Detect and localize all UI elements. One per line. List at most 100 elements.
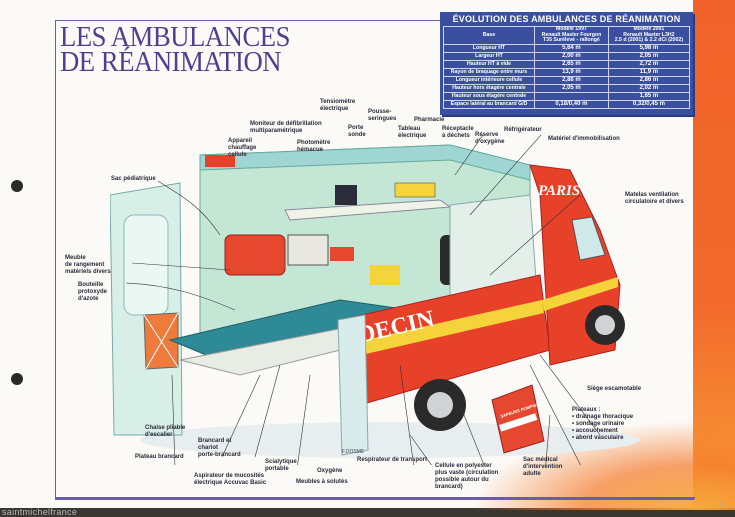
label-refrigerateur: Réfrigérateur: [504, 127, 542, 133]
oxygen-reserve-box: [370, 265, 400, 285]
punch-hole-top: [11, 180, 23, 192]
header-2001-line: 2.5 d (2001) & 2.2 dCi (2002): [614, 37, 684, 44]
label-plateaux: Plateaux : • drainage thoracique • sonda…: [572, 407, 633, 442]
label-line: adulte: [523, 471, 541, 477]
label-line: seringues: [368, 116, 397, 122]
plateaux-item: • accouchement: [572, 428, 618, 434]
label-line: Photomètre: [297, 140, 331, 146]
label-line: Chaise pliable: [145, 425, 186, 431]
header-1997-line: T35 Surélevé - rallongé: [543, 37, 600, 44]
label-tensiometre: Tensiomètre électrique: [320, 99, 355, 113]
label-scialytique: Scialytique portable: [265, 459, 297, 473]
value-1997: 5,64 m: [534, 43, 609, 53]
label-meuble-rangement: Meuble de rangement matériels divers: [65, 255, 111, 276]
row-label: Largeur HT: [442, 51, 536, 61]
label-line: électrique Accuvac Basic: [194, 480, 267, 486]
label-pousse-seringues: Pousse- seringues: [368, 109, 396, 123]
label-line: portable: [265, 466, 289, 472]
label-line: d'oxygène: [475, 139, 505, 145]
ambulance-body: [199, 144, 541, 346]
corner-logo-icon: ✎: [718, 500, 727, 511]
label-respirateur: Respirateur de transport: [357, 457, 428, 463]
label-meubles-solutes: Meubles à solutés: [296, 479, 348, 485]
leader-lines: [125, 135, 601, 465]
label-line: cellule: [228, 152, 247, 158]
defib-monitor: [335, 185, 357, 205]
roof-lettering: PARIS: [538, 183, 580, 199]
label-line: Réserve: [475, 132, 499, 138]
label-line: Aspirateur de mucosités: [194, 473, 265, 479]
value-2001: 0,32/0,45 m: [607, 99, 691, 109]
label-line: plus vaste (circulation: [435, 470, 499, 476]
label-pharmacie: Pharmacie: [414, 117, 445, 123]
label-line: électrique: [398, 133, 427, 139]
roof: [199, 144, 531, 181]
label-line: matériels divers: [65, 269, 111, 275]
label-matelas: Matelas ventilation circulatoire et dive…: [625, 192, 684, 206]
label-line: Brancard et: [198, 438, 232, 444]
label-tableau: Tableau électrique: [398, 126, 426, 140]
artist-signature: F.DOSME: [342, 449, 365, 455]
purple-frame: [55, 20, 694, 500]
medical-backpack: SAPEURS POMPIERS: [491, 384, 545, 454]
vehicle-side: DECIN F.DOSME: [337, 274, 551, 456]
value-2001: 2,86 m: [607, 75, 691, 85]
label-line: hémacue: [297, 147, 324, 153]
title-line-1: LES AMBULANCES: [60, 21, 291, 53]
label-line: possible autour du: [435, 477, 489, 483]
label-line: Bouteille: [78, 282, 104, 288]
value-1997: 0,18/0,40 m: [534, 99, 609, 109]
plateaux-item: • drainage thoracique: [572, 414, 634, 420]
value-2001: 2,05 m: [607, 51, 691, 61]
label-photometre: Photomètre hémacue: [297, 140, 330, 154]
header-2001: Modèle 2001 Renault Master L3H2 2.5 d (2…: [607, 26, 691, 45]
label-line: à déchets: [442, 133, 470, 139]
header-1997-line: Renault Master Fourgon: [541, 31, 602, 38]
value-2001: 11,9 m: [607, 67, 691, 77]
label-oxygene: Oxygène: [317, 468, 343, 474]
side-door: [337, 314, 369, 456]
label-line: Porte: [348, 125, 364, 131]
value-2001: 1,65 m: [607, 91, 691, 101]
watermark: saintmichelfrance: [2, 507, 78, 517]
spec-table-panel: ÉVOLUTION DES AMBULANCES DE RÉANIMATION …: [440, 12, 693, 115]
label-line: Réceptacle: [442, 126, 474, 132]
label-line: sonde: [348, 132, 366, 138]
row-label: Rayon de braquage entre murs: [442, 67, 536, 77]
row-label: Hauteur hors étagère centrale: [442, 83, 536, 93]
row-label: Espace latéral au brancard G/D: [442, 99, 536, 109]
plateaux-item: • sondage urinaire: [572, 421, 625, 427]
label-brancard-chariot: Brancard et chariot porte-brancard: [198, 438, 241, 459]
value-2001: 5,98 m: [607, 43, 691, 53]
photometer: [330, 247, 354, 261]
label-siege: Siège escamotable: [587, 386, 642, 392]
label-line: multiparamétrique: [250, 128, 303, 134]
spec-table-title: ÉVOLUTION DES AMBULANCES DE RÉANIMATION: [452, 14, 681, 24]
cab-window: [571, 216, 606, 261]
heater-unit: [205, 155, 235, 167]
label-line: d'escalier: [145, 432, 173, 438]
label-line: Cellule en polyester: [435, 463, 492, 469]
label-cellule-polyester: Cellule en polyester plus vaste (circula…: [435, 463, 498, 491]
row-label: Hauteur HT à vide: [442, 59, 536, 69]
label-moniteur: Moniteur de défibrillation multiparamétr…: [250, 121, 322, 135]
yellow-stripe: [342, 300, 544, 359]
value-1997: 2,05 m: [534, 83, 609, 93]
label-line: chariot: [198, 445, 219, 451]
punch-hole-bottom: [11, 373, 23, 385]
label-line: Moniteur de défibrillation: [250, 121, 322, 127]
label-line: d'intervention: [523, 464, 563, 470]
header-base: Base: [442, 26, 536, 45]
title-line-2: DE RÉANIMATION: [60, 46, 282, 78]
label-bouteille: Bouteille protoxyde d'azote: [78, 282, 107, 303]
header-2001-line: Modèle 2001: [633, 26, 665, 32]
label-line: électrique: [320, 106, 349, 112]
syringe-pumps: [394, 182, 436, 198]
label-materiel-immobilisation: Matériel d'immobilisation: [548, 136, 620, 142]
plateaux-item: • abord vasculaire: [572, 435, 624, 441]
label-line: Tableau: [398, 126, 421, 132]
page-title: LES AMBULANCES DE RÉANIMATION: [60, 21, 291, 78]
rear-door-left: [110, 182, 183, 436]
